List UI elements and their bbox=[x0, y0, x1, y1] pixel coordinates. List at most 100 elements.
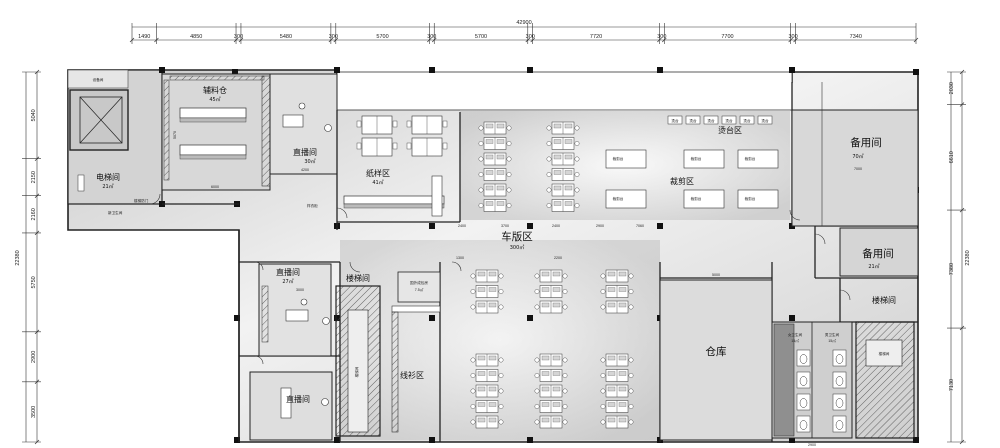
sample-cabinet-label: 样衣柜 bbox=[307, 203, 318, 208]
finishing-area: 线衫区 bbox=[391, 305, 441, 433]
column bbox=[334, 67, 340, 73]
total-width-label: 42900 bbox=[516, 20, 531, 26]
finished-goods-area: 7.5㎡ bbox=[415, 287, 424, 292]
column bbox=[429, 315, 435, 321]
top-segment-label: 5700 bbox=[475, 34, 487, 40]
live-room-mid: 直播间 27㎡ 3000 bbox=[258, 263, 332, 357]
ironing-table-label: 烫台 bbox=[707, 118, 715, 123]
segment-label: 2160 bbox=[31, 208, 37, 220]
top-segment-label: 300 bbox=[234, 34, 243, 40]
spare-width-dim: 7000 bbox=[854, 167, 862, 171]
ironing-table bbox=[703, 115, 719, 125]
top-segment-label: 7720 bbox=[590, 34, 602, 40]
live-room-bottom-name: 直播间 bbox=[286, 394, 310, 404]
small-toilet-label: 新卫生间 bbox=[108, 210, 123, 215]
cutting-table-label: 裁剪台 bbox=[691, 196, 702, 201]
ironing-area-name: 烫台区 bbox=[718, 125, 742, 135]
live-room-top-name: 直播间 bbox=[293, 147, 317, 157]
top-segment-label: 300 bbox=[789, 34, 798, 40]
live-room-top: 直播间 30㎡ 4200 bbox=[269, 73, 338, 175]
cutting-table bbox=[737, 149, 779, 169]
live-room-top-area: 30㎡ bbox=[304, 158, 315, 165]
warehouse-name: 仓库 bbox=[706, 345, 727, 358]
left-total-label: 22380 bbox=[15, 250, 21, 265]
toilet-icon bbox=[799, 398, 808, 408]
live-room-bottom: 直播间 bbox=[249, 371, 333, 441]
column bbox=[789, 437, 795, 443]
sewing-area-area: 300㎡ bbox=[510, 244, 525, 251]
aux-height-dim: 5070 bbox=[173, 131, 177, 139]
spare-room-2: 备用间 21㎡ bbox=[839, 227, 919, 277]
sewing-area-name: 车版区 bbox=[501, 230, 533, 243]
column bbox=[234, 315, 240, 321]
stair-hall-right: 楼梯间 楼梯间 bbox=[855, 295, 915, 439]
segment-label: 7130 bbox=[949, 379, 955, 391]
segment-label: 6610 bbox=[949, 151, 955, 163]
cut-width-dim: 7060 bbox=[636, 224, 644, 228]
ironing-area: 烫台烫台烫台烫台烫台烫台 烫台区 bbox=[667, 115, 773, 135]
column bbox=[429, 437, 435, 443]
column bbox=[789, 315, 795, 321]
ironing-table-label: 烫台 bbox=[725, 118, 733, 123]
sew-dim-d: 3700 bbox=[501, 224, 509, 228]
wc-width-dim: 2900 bbox=[808, 443, 816, 447]
aisle-dim: 2200 bbox=[554, 256, 562, 260]
top-segment-label: 300 bbox=[657, 34, 666, 40]
cutting-table-label: 裁剪台 bbox=[613, 196, 624, 201]
cutting-table-label: 裁剪台 bbox=[745, 156, 756, 161]
sewing-area: 车版区 300㎡ 2400 2400 2900 3700 1300 2200 bbox=[456, 224, 604, 260]
column bbox=[657, 223, 663, 229]
finishing-area-name: 线衫区 bbox=[400, 370, 424, 380]
column bbox=[527, 223, 533, 229]
column bbox=[429, 67, 435, 73]
stair-hall-right-name: 楼梯间 bbox=[872, 295, 896, 305]
toilet-icon bbox=[799, 376, 808, 386]
door-swings bbox=[149, 193, 851, 365]
segment-label: 2900 bbox=[31, 351, 37, 363]
row-gap-dim: 1300 bbox=[456, 256, 464, 260]
segment-label: 5750 bbox=[31, 276, 37, 288]
spare-room-2-name: 备用间 bbox=[862, 247, 894, 260]
spare-room-2-area: 21㎡ bbox=[868, 263, 879, 270]
sample-area: 纸样区 41㎡ 样衣柜 bbox=[307, 115, 448, 217]
stair-hall-left-name: 楼梯间 bbox=[346, 273, 370, 283]
cutting-table bbox=[683, 149, 725, 169]
top-segment-label: 4850 bbox=[190, 34, 202, 40]
finished-goods-name: 国外成包房 bbox=[410, 280, 428, 285]
aux-width-dim: 6000 bbox=[211, 185, 219, 189]
spare-room-1: 备用间 70㎡ 7000 bbox=[791, 82, 919, 227]
column bbox=[657, 67, 663, 73]
ironing-table bbox=[739, 115, 755, 125]
sewing-desks-top bbox=[478, 121, 580, 212]
segment-label: 7380 bbox=[949, 263, 955, 275]
column bbox=[789, 67, 795, 73]
sewing-desks-bottom bbox=[470, 269, 634, 429]
ironing-table bbox=[757, 115, 773, 125]
female-toilet-area: 15㎡ bbox=[791, 338, 799, 343]
aux-warehouse: 辅料仓 45㎡ 6000 5070 bbox=[161, 73, 271, 191]
column bbox=[913, 437, 919, 443]
column bbox=[527, 315, 533, 321]
top-segment-label: 5480 bbox=[280, 34, 292, 40]
top-segment-label: 5700 bbox=[376, 34, 388, 40]
sample-area-area: 41㎡ bbox=[372, 179, 383, 186]
cutting-area: 裁剪台裁剪台裁剪台裁剪台裁剪台裁剪台 裁剪区 7060 bbox=[605, 149, 779, 228]
live-room-mid-area: 27㎡ bbox=[282, 278, 293, 285]
cutting-table bbox=[605, 189, 647, 209]
ironing-table bbox=[667, 115, 683, 125]
stair-left-label: 楼梯间 bbox=[354, 366, 359, 377]
top-segment-label: 300 bbox=[526, 34, 535, 40]
top-segment-label: 7340 bbox=[850, 34, 862, 40]
aux-warehouse-area: 45㎡ bbox=[209, 96, 220, 103]
warehouse: 仓库 5000 bbox=[659, 273, 773, 441]
live-mid-width-dim: 3000 bbox=[296, 288, 304, 292]
male-toilet-name: 男卫生间 bbox=[825, 332, 840, 337]
column bbox=[334, 437, 340, 443]
sample-area-name: 纸样区 bbox=[366, 168, 390, 178]
column bbox=[429, 223, 435, 229]
ironing-table-label: 烫台 bbox=[671, 118, 679, 123]
cutting-table bbox=[605, 149, 647, 169]
